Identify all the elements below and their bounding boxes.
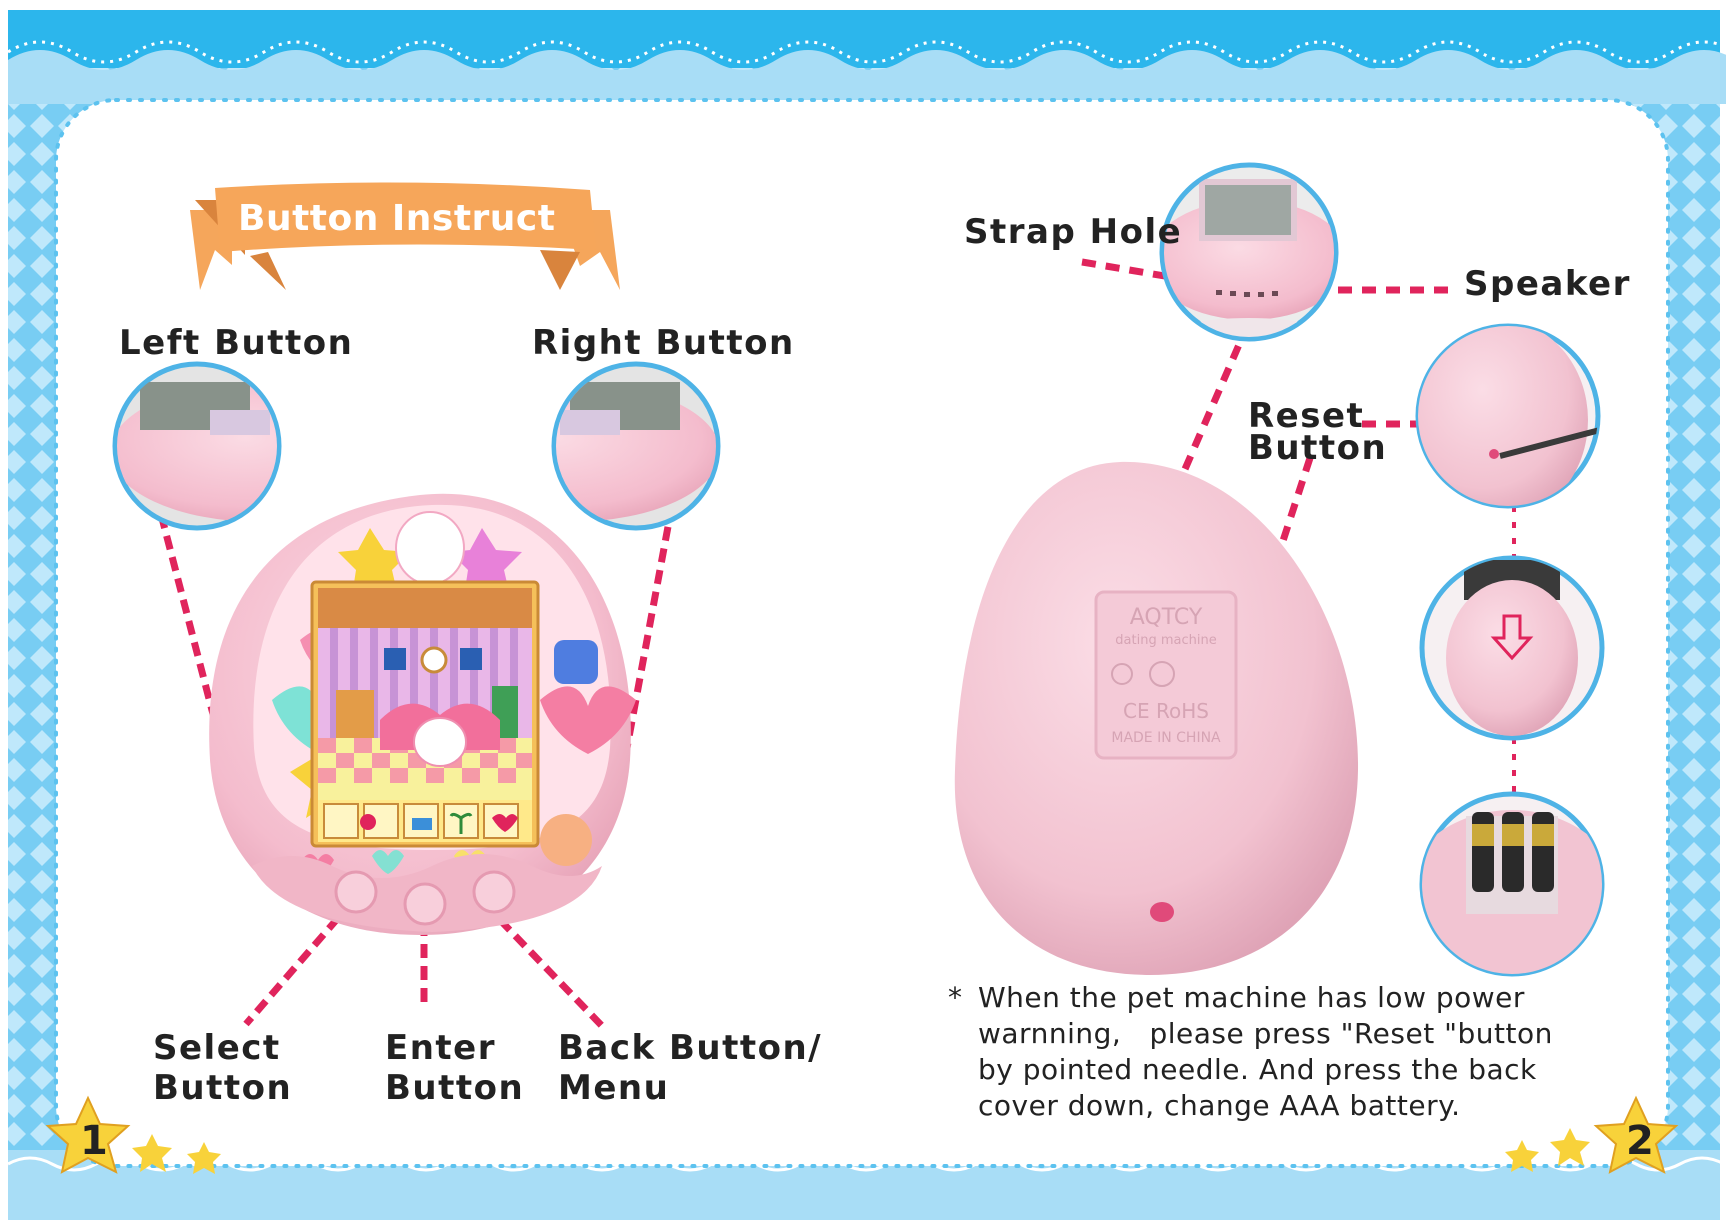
- reset-button-label-line1: Reset: [1248, 396, 1365, 436]
- note-asterisk: *: [948, 981, 963, 1014]
- reset-button-label-line2: Button: [1248, 428, 1388, 468]
- svg-text:dating machine: dating machine: [1115, 633, 1216, 648]
- right-button-photo: [551, 361, 721, 531]
- page-2-star: [1505, 1095, 1679, 1174]
- back-button-physical: [472, 870, 516, 914]
- note-line: When the pet machine has low power: [978, 981, 1525, 1014]
- battery-cover-photo: [1419, 555, 1605, 741]
- enter-button-label-line1: Enter: [385, 1028, 497, 1068]
- device-front: [209, 493, 636, 935]
- note-line: warnning, please press "Reset "button: [978, 1017, 1553, 1050]
- device-back: AQTCY dating machine CE RoHS MADE IN CHI…: [954, 461, 1359, 976]
- right-button-label: Right Button: [532, 323, 795, 363]
- strap-hole-photo: [1159, 162, 1339, 342]
- note-line: cover down, change AAA battery.: [978, 1089, 1461, 1122]
- reset-hole: [1150, 902, 1174, 922]
- title-banner: [190, 182, 620, 290]
- banner-title: Button Instructio: [238, 198, 556, 239]
- select-button-physical: [334, 870, 378, 914]
- enter-button-label-line2: Button: [385, 1068, 525, 1108]
- note-line: by pointed needle. And press the back: [978, 1053, 1537, 1086]
- battery-photo: [1419, 791, 1605, 977]
- reset-button-photo: [1415, 323, 1601, 509]
- svg-text:MADE IN CHINA: MADE IN CHINA: [1111, 730, 1221, 746]
- svg-text:AQTCY: AQTCY: [1130, 605, 1203, 630]
- select-button-label-line1: Select: [153, 1028, 281, 1068]
- battery-note: * When the pet machine has low power war…: [948, 980, 1618, 1124]
- strap-hole-label: Strap Hole: [964, 212, 1183, 252]
- select-button-label-line2: Button: [153, 1068, 293, 1108]
- page-number-right: 2: [1626, 1118, 1654, 1164]
- back-button-label-line1: Back Button/: [558, 1028, 823, 1068]
- page-number-left: 1: [80, 1118, 108, 1164]
- back-button-label-line2: Menu: [558, 1068, 670, 1108]
- enter-button-physical: [403, 882, 447, 926]
- left-button-photo: [112, 361, 282, 531]
- toilet-icon: [323, 803, 359, 839]
- left-button-label: Left Button: [119, 323, 354, 363]
- speaker-label: Speaker: [1464, 264, 1631, 304]
- svg-text:CE RoHS: CE RoHS: [1123, 699, 1209, 723]
- page-1-star: [45, 1095, 221, 1174]
